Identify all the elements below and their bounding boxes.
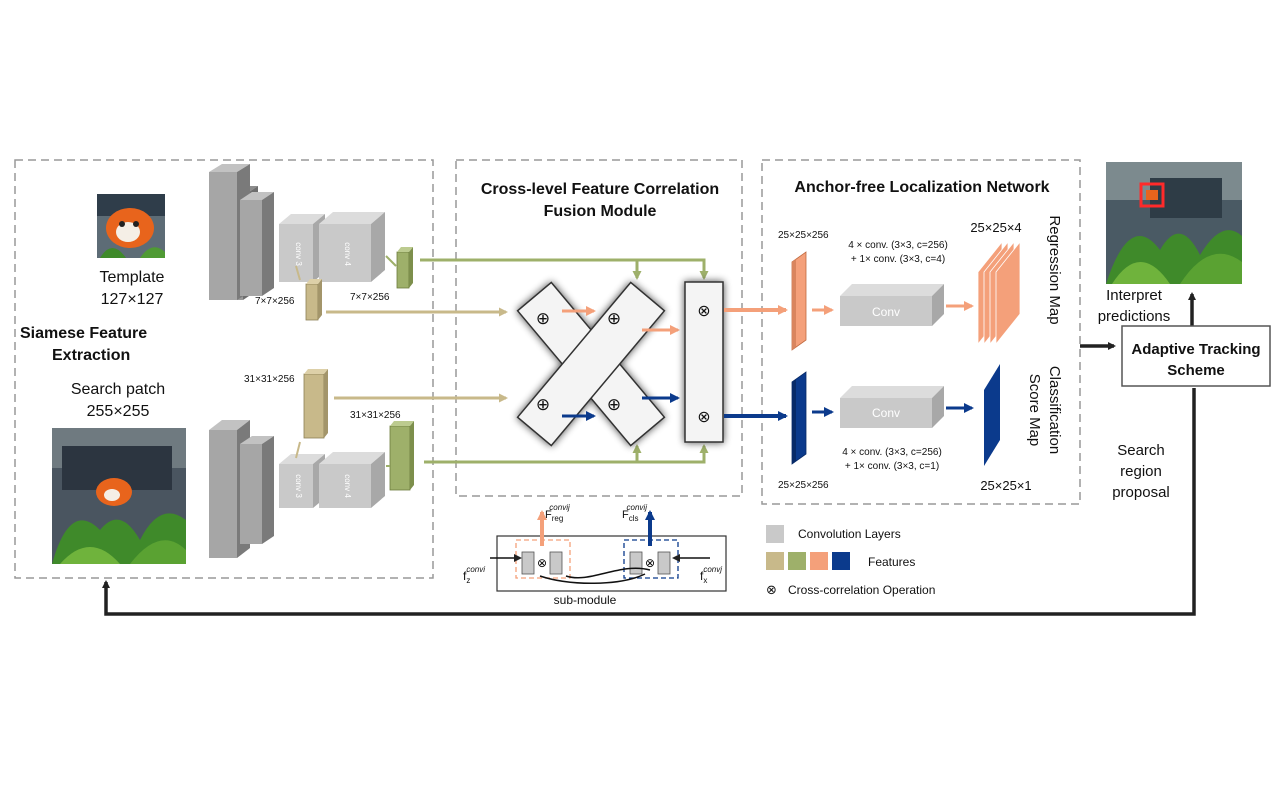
fusion-cross <box>516 281 666 447</box>
legend-xcorr-symbol: ⊗ <box>766 583 777 598</box>
reg-output-dim: 25×25×4 <box>970 220 1021 235</box>
fusion-plus-bottom-left: ⊕ <box>536 395 550 414</box>
proposal-line3: proposal <box>1112 484 1170 501</box>
localization-title: Anchor-free Localization Network <box>794 179 1049 196</box>
reg-conv-desc-line2: + 1× conv. (3×3, c=4) <box>851 254 945 265</box>
template-conv3-dim: 7×7×256 <box>255 296 295 307</box>
search-conv3-feature <box>303 369 328 439</box>
submodule-fz: fzconvi <box>463 565 485 585</box>
template-conv3-to-feature-arrow <box>295 265 301 281</box>
search-size: 255×255 <box>87 403 150 420</box>
template-label: Template <box>100 269 165 286</box>
xcorr-bottom-symbol: ⊗ <box>697 409 710 426</box>
legend-conv-label: Convolution Layers <box>798 527 901 541</box>
fusion-plus-top-right: ⊕ <box>607 309 621 328</box>
search-backbone <box>209 420 274 558</box>
xcorr-top-symbol: ⊗ <box>697 303 710 320</box>
cls-conv-block <box>840 386 944 428</box>
search-label: Search patch <box>71 381 165 398</box>
cls-conv-desc-line1: 4 × conv. (3×3, c=256) <box>842 447 942 458</box>
siamese-title-line2: Extraction <box>52 347 130 364</box>
cls-conv-label: Conv <box>872 406 900 420</box>
template-image <box>97 194 165 258</box>
submodule-label: sub-module <box>554 593 617 607</box>
tracking-result-image <box>1106 162 1242 284</box>
xcorr-column <box>684 281 724 443</box>
proposal-line1: Search <box>1117 442 1165 459</box>
regression-map <box>977 240 1021 346</box>
search-conv3-dim: 31×31×256 <box>244 374 295 385</box>
cls-conv-desc-line2: + 1× conv. (3×3, c=1) <box>845 461 939 472</box>
tracking-scheme-line2: Scheme <box>1167 362 1225 379</box>
reg-conv-desc-line1: 4 × conv. (3×3, c=256) <box>848 240 948 251</box>
reg-conv-label: Conv <box>872 305 900 319</box>
proposal-line2: region <box>1120 463 1162 480</box>
fusion-plus-top-left: ⊕ <box>536 309 550 328</box>
siamese-panel <box>14 159 434 579</box>
legend-xcorr-label: Cross-correlation Operation <box>788 583 935 597</box>
submodule-box: ⊗ ⊗ <box>490 510 727 592</box>
localization-panel <box>761 159 1081 505</box>
reg-input-feature <box>791 251 807 351</box>
search-conv4-dim: 31×31×256 <box>350 410 401 421</box>
template-conv4-dim: 7×7×256 <box>350 292 390 303</box>
cls-output-dim: 25×25×1 <box>980 478 1031 493</box>
search-conv3-label: conv 3 <box>294 474 303 498</box>
search-patch-image <box>52 428 186 564</box>
template-conv3-label: conv 3 <box>294 242 303 266</box>
svg-text:⊗: ⊗ <box>537 556 547 570</box>
interpret-line2: predictions <box>1098 308 1171 325</box>
reg-conv-block <box>840 284 944 326</box>
template-conv4-block <box>319 212 385 282</box>
tracking-scheme-line1: Adaptive Tracking <box>1131 341 1260 358</box>
search-conv4-flow-to-xcorr <box>637 444 709 464</box>
reg-input-dim: 25×25×256 <box>778 230 829 241</box>
search-conv4-feature <box>389 421 414 491</box>
classification-map <box>984 364 1000 466</box>
tracking-scheme-box <box>1121 325 1271 387</box>
cls-input-feature <box>791 371 807 465</box>
legend-features-label: Features <box>868 555 915 569</box>
template-size: 127×127 <box>101 291 164 308</box>
fusion-title-line2: Fusion Module <box>544 203 657 220</box>
interpret-line1: Interpret <box>1106 287 1163 304</box>
template-conv3-feature <box>305 279 322 321</box>
regression-map-label: Regression Map <box>1046 215 1063 324</box>
template-conv4-label: conv 4 <box>343 242 352 266</box>
search-conv3-to-feature-arrow <box>295 441 301 459</box>
svg-text:⊗: ⊗ <box>645 556 655 570</box>
template-backbone <box>209 164 274 300</box>
legend-conv-swatch <box>766 525 784 543</box>
siamese-title-line1: Siamese Feature <box>20 325 147 342</box>
legend-feature-swatches <box>766 552 850 570</box>
template-conv4-feature <box>396 247 413 289</box>
fusion-title-line1: Cross-level Feature Correlation <box>481 181 719 198</box>
submodule-fx: fxconvj <box>700 565 722 585</box>
template-conv4-to-feature-arrow <box>385 255 397 267</box>
classification-map-label-line2: Score Map <box>1026 374 1043 447</box>
template-conv4-flow <box>420 258 642 280</box>
fusion-panel <box>455 159 743 497</box>
search-region-feedback-arrow <box>102 388 1196 616</box>
classification-map-label-line1: Classification <box>1046 366 1063 454</box>
fusion-plus-bottom-right: ⊕ <box>607 395 621 414</box>
submodule-f-reg: Fregconvij <box>545 503 570 523</box>
template-conv4-flow-to-xcorr <box>637 258 709 280</box>
search-conv4-block <box>319 452 385 508</box>
submodule-f-cls: Fclsconvij <box>622 503 647 523</box>
search-conv4-label: conv 4 <box>343 474 352 498</box>
cls-input-dim: 25×25×256 <box>778 480 829 491</box>
